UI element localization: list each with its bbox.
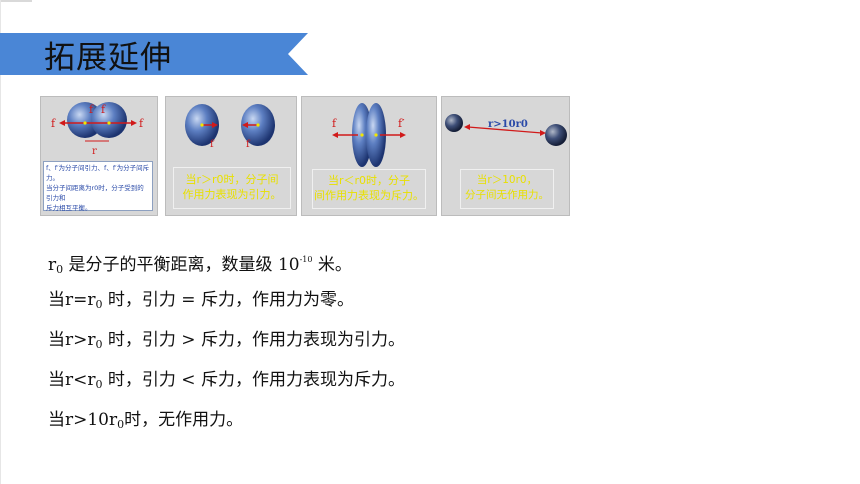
text-line-4: 当r<r0 时，引力 < 斥力，作用力表现为斥力。 (48, 370, 405, 391)
text-line-3: 当r>r0 时，引力 > 斥力，作用力表现为引力。 (48, 330, 405, 351)
caption-line: 分子间无作用力。 (465, 189, 549, 201)
label-f-right: f (139, 117, 144, 130)
corner-line (0, 0, 32, 2)
label-r0: r (92, 146, 97, 157)
caption-line: 当分子间距离为r0时，分子受到的引力和 (46, 184, 144, 202)
label-f-right: f′ (398, 117, 405, 130)
panel-equilibrium: f f f f r f、f′为分子间引力、f、f′为分子间斥力。 当分子间距离为… (40, 96, 158, 216)
molecule-right (545, 124, 567, 146)
caption-line: 当r＞10r0， (476, 174, 538, 186)
caption-line: 当r＜r0时，分子 (327, 174, 411, 187)
label-f-mid1: f (89, 103, 94, 116)
label-f-left: f (332, 117, 337, 130)
attraction-diagram: f f (185, 104, 275, 150)
text-line-1: r0 是分子的平衡距离，数量级 10-10 米。 (48, 255, 352, 276)
caption-line: f、f′为分子间引力、f、f′为分子间斥力。 (46, 164, 150, 182)
caption-line: 间作用力表现为斥力。 (314, 189, 424, 202)
molecule-right (91, 102, 127, 138)
panel-repulsion: f f′ 当r＜r0时，分子 间作用力表现为斥力。 (301, 96, 437, 216)
caption-no-force: 当r＞10r0， 分子间无作用力。 (460, 169, 554, 209)
caption-line: 当r＞r0时，分子间 (185, 173, 279, 186)
caption-equilibrium: f、f′为分子间引力、f、f′为分子间斥力。 当分子间距离为r0时，分子受到的引… (43, 161, 153, 212)
title-banner (0, 33, 308, 75)
label-f-right: f (246, 139, 251, 150)
no-force-diagram: r>10r0 (445, 114, 567, 146)
text-line-5: 当r>10r0时，无作用力。 (48, 410, 244, 431)
page-title: 拓展延伸 (44, 40, 172, 76)
text-line-2: 当r=r0 时，引力 = 斥力，作用力为零。 (48, 290, 354, 311)
explanation-text: r0 是分子的平衡距离，数量级 10-10 米。 当r=r0 时，引力 = 斥力… (48, 240, 405, 440)
caption-line: 作用力表现为引力。 (182, 188, 282, 201)
repulsion-diagram: f f′ (332, 103, 406, 167)
left-edge-line (0, 0, 1, 484)
label-distance: r>10r0 (488, 119, 528, 130)
equilibrium-diagram: f f f f r (51, 102, 144, 157)
panel-attraction: f f 当r＞r0时，分子间 作用力表现为引力。 (165, 96, 297, 216)
label-f-mid2: f (101, 103, 106, 116)
caption-line: 斥力相互平衡。 (46, 204, 92, 212)
panel-no-force: r>10r0 当r＞10r0， 分子间无作用力。 (441, 96, 570, 216)
caption-repulsion: 当r＜r0时，分子 间作用力表现为斥力。 (312, 169, 426, 209)
molecule-left (445, 114, 463, 132)
caption-attraction: 当r＞r0时，分子间 作用力表现为引力。 (173, 167, 291, 209)
label-f-left: f (210, 139, 215, 150)
label-f-left: f (51, 117, 56, 130)
